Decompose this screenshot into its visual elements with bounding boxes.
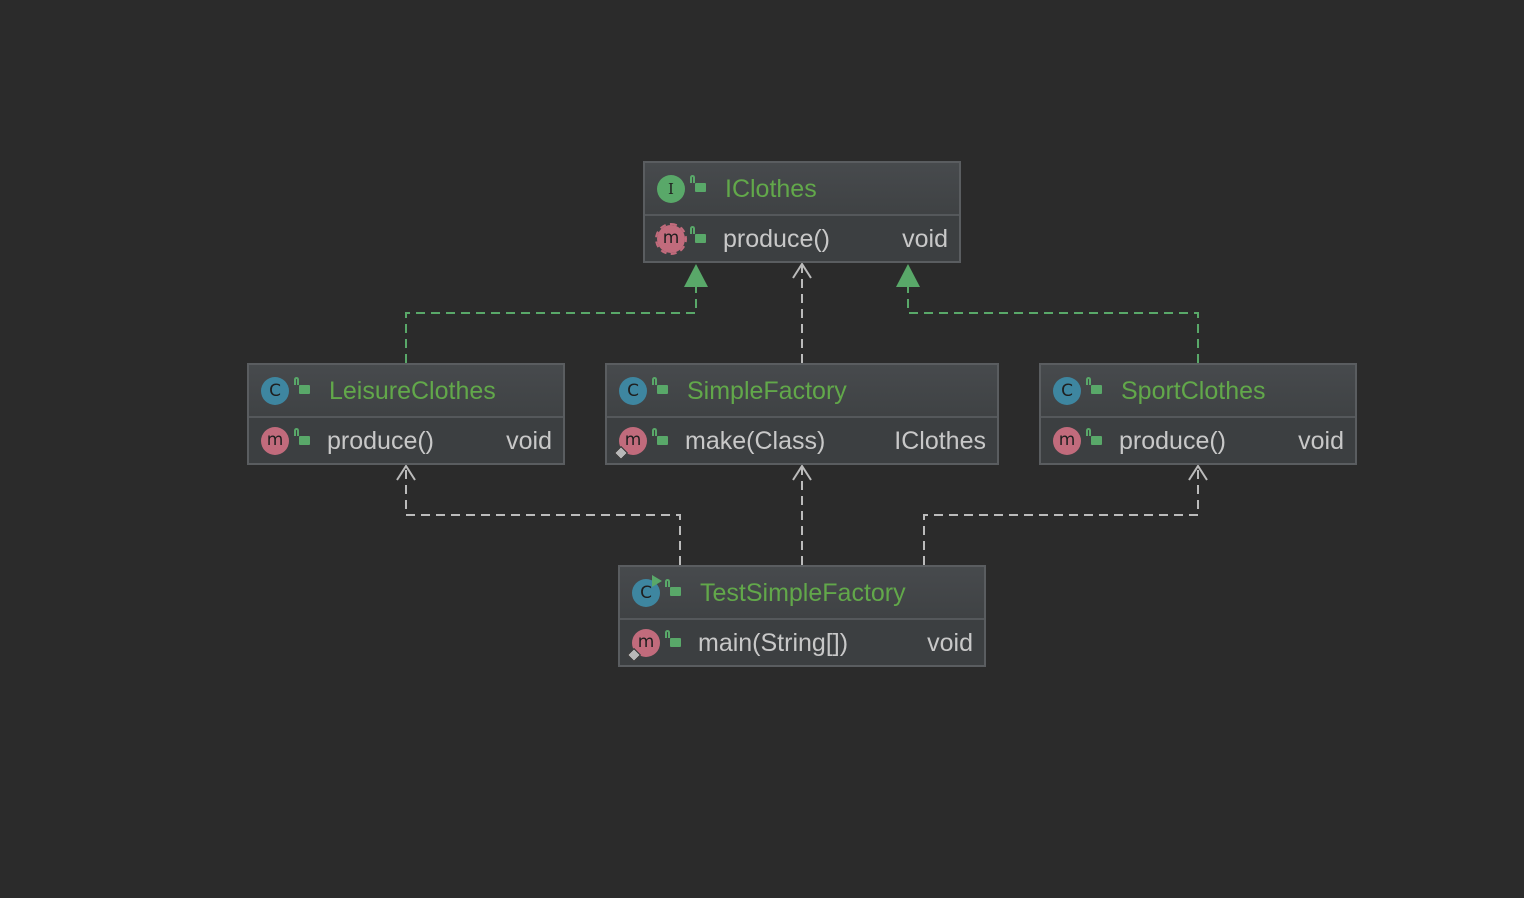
public-visibility-icon bbox=[665, 630, 681, 647]
abstract-marker-icon bbox=[655, 223, 687, 255]
member-row[interactable]: m produce() void bbox=[1041, 418, 1355, 463]
public-visibility-icon bbox=[690, 175, 706, 192]
node-title: LeisureClothes bbox=[329, 377, 496, 405]
edge-simplefactory-uses-iclothes-arrowhead bbox=[792, 262, 812, 279]
interface-icon: I bbox=[657, 175, 685, 203]
node-header[interactable]: C SportClothes bbox=[1041, 365, 1355, 418]
node-sport-clothes[interactable]: C SportClothes m produce() void bbox=[1039, 363, 1357, 465]
method-icon: m bbox=[1053, 427, 1081, 455]
member-type: void bbox=[902, 225, 948, 253]
class-icon: C bbox=[1053, 377, 1081, 405]
edge-sport-implements-iclothes bbox=[907, 287, 1199, 363]
node-title: TestSimpleFactory bbox=[700, 579, 906, 607]
member-type: void bbox=[506, 427, 552, 455]
member-row[interactable]: m produce() void bbox=[249, 418, 563, 463]
member-row[interactable]: m main(String[]) void bbox=[620, 620, 984, 665]
member-type: void bbox=[1298, 427, 1344, 455]
node-iclothes[interactable]: I IClothes m produce() void bbox=[643, 161, 961, 263]
edge-test-uses-sport-arrowhead bbox=[1188, 464, 1208, 481]
edge-test-uses-sport bbox=[923, 468, 1199, 565]
member-name: make(Class) bbox=[685, 427, 826, 455]
member-name: produce() bbox=[1119, 427, 1226, 455]
public-visibility-icon bbox=[652, 377, 668, 394]
member-name: produce() bbox=[723, 225, 830, 253]
node-title: IClothes bbox=[725, 175, 817, 203]
method-icon: m bbox=[657, 225, 685, 253]
member-type: void bbox=[927, 629, 973, 657]
node-leisure-clothes[interactable]: C LeisureClothes m produce() void bbox=[247, 363, 565, 465]
public-visibility-icon bbox=[294, 377, 310, 394]
public-visibility-icon bbox=[690, 226, 706, 243]
edge-test-uses-leisure-arrowhead bbox=[396, 464, 416, 481]
member-row[interactable]: m produce() void bbox=[645, 216, 959, 261]
public-visibility-icon bbox=[1086, 428, 1102, 445]
edge-leisure-implements-iclothes-arrowhead bbox=[684, 264, 708, 287]
member-row[interactable]: m make(Class) IClothes bbox=[607, 418, 997, 463]
method-icon: m bbox=[632, 629, 660, 657]
public-visibility-icon bbox=[294, 428, 310, 445]
class-icon: C bbox=[261, 377, 289, 405]
run-marker-icon bbox=[652, 575, 662, 587]
edge-test-uses-simplefactory-arrowhead bbox=[792, 464, 812, 481]
public-visibility-icon bbox=[665, 579, 681, 596]
node-header[interactable]: C LeisureClothes bbox=[249, 365, 563, 418]
node-header[interactable]: I IClothes bbox=[645, 163, 959, 216]
node-test-simple-factory[interactable]: C TestSimpleFactory m main(String[]) voi… bbox=[618, 565, 986, 667]
edge-leisure-implements-iclothes bbox=[405, 287, 697, 363]
node-header[interactable]: C SimpleFactory bbox=[607, 365, 997, 418]
member-name: produce() bbox=[327, 427, 434, 455]
edge-test-uses-leisure bbox=[405, 468, 681, 565]
node-title: SportClothes bbox=[1121, 377, 1266, 405]
node-title: SimpleFactory bbox=[687, 377, 847, 405]
method-icon: m bbox=[261, 427, 289, 455]
class-icon: C bbox=[619, 377, 647, 405]
node-header[interactable]: C TestSimpleFactory bbox=[620, 567, 984, 620]
edge-sport-implements-iclothes-arrowhead bbox=[896, 264, 920, 287]
public-visibility-icon bbox=[652, 428, 668, 445]
node-simple-factory[interactable]: C SimpleFactory m make(Class) IClothes bbox=[605, 363, 999, 465]
member-name: main(String[]) bbox=[698, 629, 849, 657]
member-type: IClothes bbox=[894, 427, 986, 455]
public-visibility-icon bbox=[1086, 377, 1102, 394]
